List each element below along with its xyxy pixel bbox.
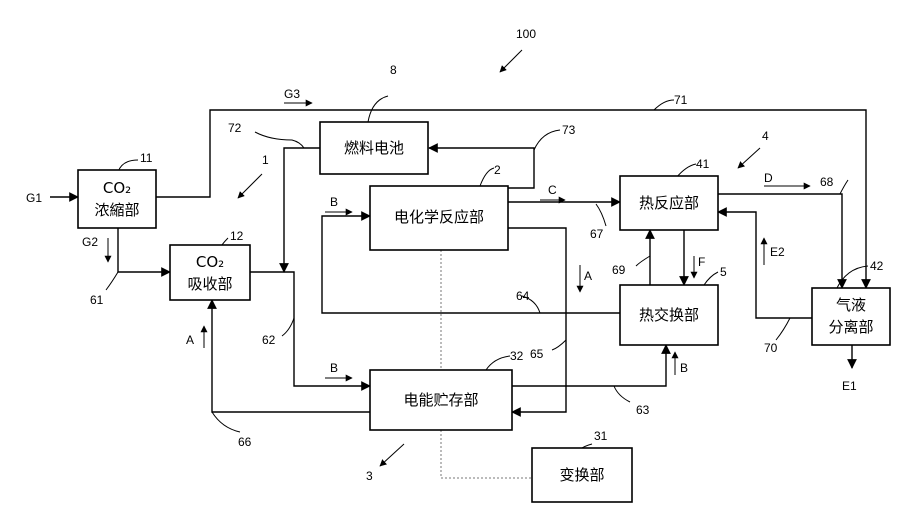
co2-absorber-line1: CO₂ [196, 253, 224, 271]
ref-31: 31 [594, 429, 608, 443]
stream-g3: G3 [284, 87, 300, 101]
line-68: 68 [820, 175, 834, 189]
energy-storage-label: 电能贮存部 [403, 391, 478, 409]
ref-3: 3 [366, 469, 373, 483]
stream-b-top: B [330, 195, 338, 209]
co2-concentrator-box: CO₂ 浓縮部 [78, 170, 156, 228]
ref-42: 42 [870, 259, 884, 273]
ref-41: 41 [696, 157, 710, 171]
ref-8: 8 [390, 63, 397, 77]
ref-32: 32 [510, 349, 524, 363]
ref-11: 11 [140, 151, 153, 165]
line-61: 61 [90, 293, 104, 307]
line-67: 67 [590, 227, 604, 241]
stream-e2: E2 [770, 245, 785, 259]
line-71: 71 [674, 93, 688, 107]
stream-c: C [548, 183, 557, 197]
converter-label: 变换部 [559, 466, 604, 484]
line-70: 70 [764, 341, 778, 355]
ref-12: 12 [230, 229, 244, 243]
stream-b-mid: B [330, 361, 338, 375]
ref-5: 5 [720, 265, 727, 279]
energy-storage-box: 电能贮存部 [370, 370, 512, 430]
stream-b-right: B [680, 361, 688, 375]
co2-concentrator-line2: 浓縮部 [94, 201, 139, 219]
stream-d: D [764, 171, 773, 185]
stream-g2: G2 [82, 235, 98, 249]
line-69: 69 [612, 263, 626, 277]
stream-f: F [698, 255, 705, 269]
line-73: 73 [562, 123, 576, 137]
separator-line2: 分离部 [828, 318, 873, 336]
line-63: 63 [636, 403, 650, 417]
line-64: 64 [516, 289, 530, 303]
co2-absorber-box: CO₂ 吸收部 [170, 245, 250, 300]
heat-reactor-label: 热反应部 [639, 194, 699, 212]
heat-exchanger-label: 热交换部 [639, 306, 699, 324]
ref-1: 1 [262, 153, 269, 167]
separator-line1: 气液 [836, 296, 866, 314]
line-65: 65 [530, 347, 544, 361]
stream-g1: G1 [26, 191, 42, 205]
fuel-cell-label: 燃料电池 [344, 139, 404, 157]
dotted-electrical-links [441, 250, 532, 478]
converter-box: 变换部 [532, 448, 632, 502]
co2-absorber-line2: 吸收部 [187, 275, 232, 293]
electrochemical-reactor-box: 电化学反应部 [370, 186, 508, 250]
co2-concentrator-line1: CO₂ [103, 179, 131, 197]
gas-liquid-separator-box: 气液 分离部 [812, 288, 890, 345]
figure-number: 100 [516, 27, 536, 41]
line-66: 66 [238, 435, 252, 449]
electrochemical-reactor-label: 电化学反应部 [394, 208, 484, 226]
stream-e1: E1 [842, 379, 857, 393]
stream-a-mid: A [584, 269, 592, 283]
fuel-cell-box: 燃料电池 [320, 122, 428, 174]
stream-a-left: A [186, 333, 194, 347]
heat-exchanger-box: 热交换部 [620, 285, 718, 345]
line-62: 62 [262, 333, 276, 347]
ref-4: 4 [762, 129, 769, 143]
line-72: 72 [228, 121, 242, 135]
ref-2: 2 [494, 163, 501, 177]
heat-reactor-box: 热反应部 [620, 176, 718, 230]
